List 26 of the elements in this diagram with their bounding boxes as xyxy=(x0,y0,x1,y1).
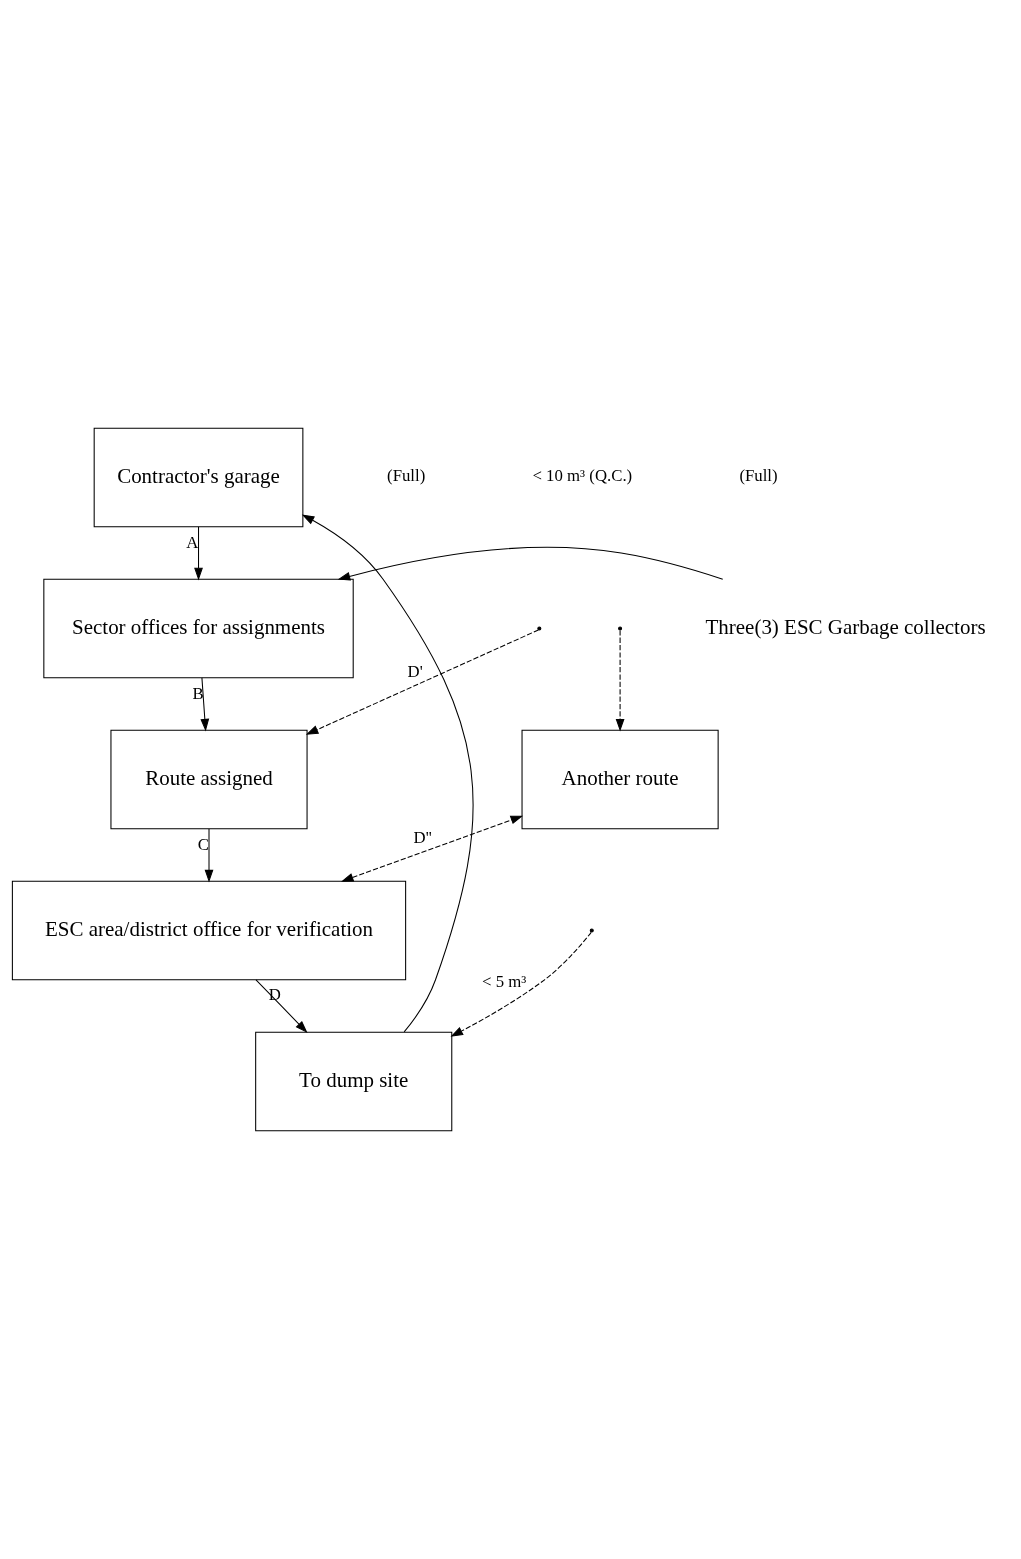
arrow xyxy=(615,629,625,732)
arrow xyxy=(337,546,724,581)
arrow xyxy=(301,514,474,1033)
edge-label: D' xyxy=(407,661,423,681)
node-box: ESC area/district office for verification xyxy=(11,880,407,981)
edge-label: < 5 m³ xyxy=(482,972,527,992)
arrow xyxy=(450,931,592,1037)
edge-label: C xyxy=(197,834,209,854)
label: < 10 m³ (Q.C.) xyxy=(532,466,633,486)
arrow xyxy=(255,979,308,1033)
node-box: Contractor's garage xyxy=(93,427,304,528)
edge-label: D'' xyxy=(413,828,432,848)
arrow xyxy=(200,677,210,732)
node-box: Route assigned xyxy=(110,729,308,830)
arrow xyxy=(194,526,203,581)
arrow xyxy=(204,828,214,883)
node-box: To dump site xyxy=(255,1031,453,1132)
edge-label: B xyxy=(192,683,204,703)
arrow xyxy=(305,629,539,735)
arrow xyxy=(340,815,524,882)
node-box: Another route xyxy=(521,729,719,830)
node-box: Sector offices for assignments xyxy=(43,578,354,679)
label: (Full) xyxy=(387,466,426,486)
edge-label: A xyxy=(186,532,199,552)
node-text: Three(3) ESC Garbage collectors xyxy=(705,614,986,639)
label: (Full) xyxy=(739,466,778,486)
